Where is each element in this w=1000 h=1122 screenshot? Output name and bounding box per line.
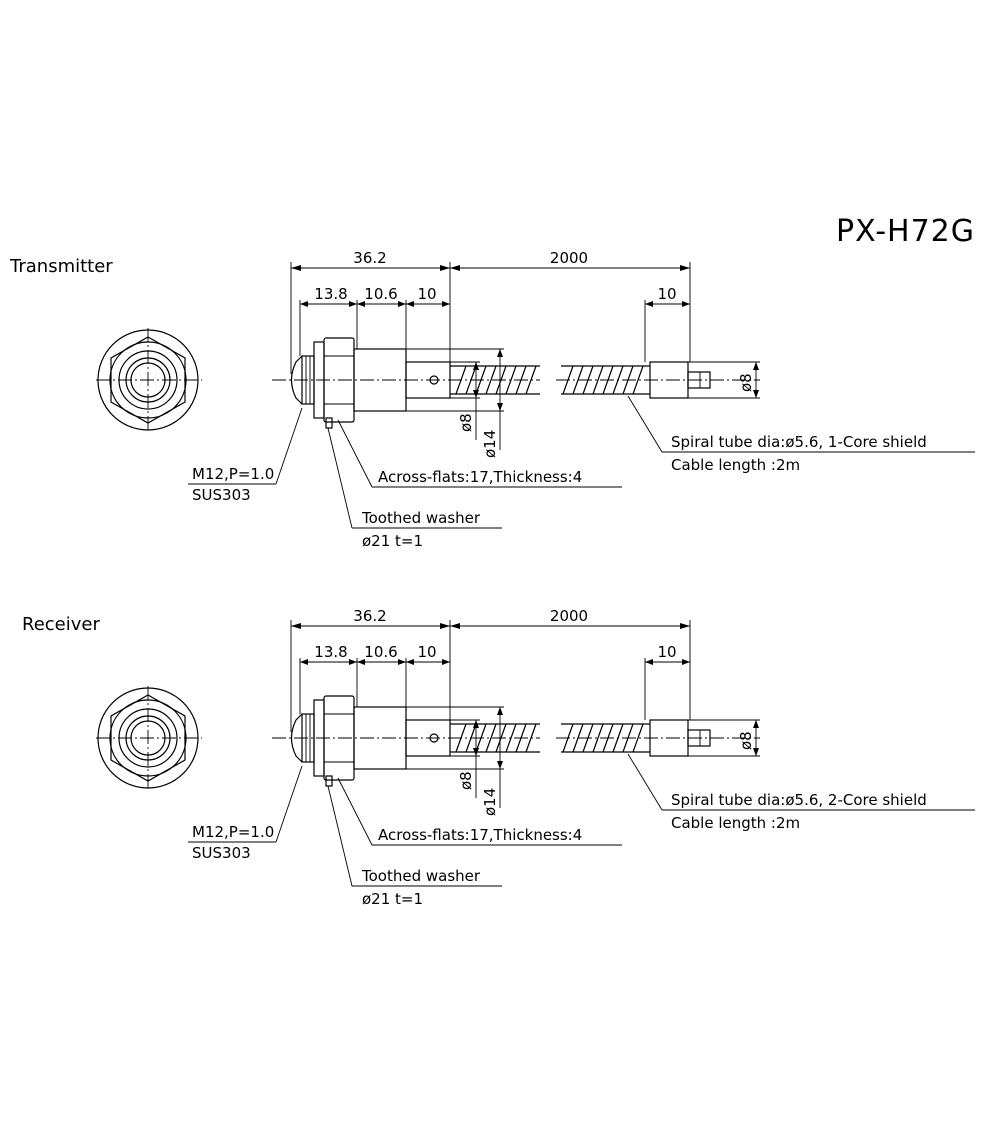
svg-text:10: 10 <box>417 643 436 661</box>
cable-length-note: Cable length :2m <box>671 814 800 832</box>
front-view-nut <box>96 328 202 432</box>
view-label: Receiver <box>22 614 100 635</box>
view-label: Transmitter <box>9 256 113 277</box>
svg-text:ø8: ø8 <box>457 771 475 790</box>
material-note: SUS303 <box>192 844 251 862</box>
svg-text:ø8: ø8 <box>737 373 755 392</box>
flats-note: Across-flats:17,Thickness:4 <box>378 826 582 844</box>
view-receiver: Receiver <box>22 607 975 908</box>
washer-note: Toothed washer <box>361 509 481 527</box>
svg-text:ø8: ø8 <box>457 413 475 432</box>
svg-text:ø14: ø14 <box>481 788 499 816</box>
washer-spec: ø21 t=1 <box>362 532 423 550</box>
svg-text:36.2: 36.2 <box>353 607 386 625</box>
washer-note: Toothed washer <box>361 867 481 885</box>
cable-length-note: Cable length :2m <box>671 456 800 474</box>
dimensions: 36.2 2000 13.8 10.6 10 10 ø8 <box>290 607 760 816</box>
tube-note: Spiral tube dia:ø5.6, 2-Core shield <box>671 791 927 809</box>
svg-text:10: 10 <box>417 285 436 303</box>
svg-text:10.6: 10.6 <box>364 285 397 303</box>
dimensions: 36.2 2000 13.8 10.6 10 10 <box>290 249 760 458</box>
model-title: PX-H72G <box>836 214 975 249</box>
view-transmitter: Transmitter <box>9 249 975 550</box>
svg-text:ø8: ø8 <box>737 731 755 750</box>
svg-text:ø14: ø14 <box>481 430 499 458</box>
side-view-body <box>272 337 760 429</box>
thread-note: M12,P=1.0 <box>192 465 274 483</box>
svg-text:36.2: 36.2 <box>353 249 386 267</box>
side-view-body <box>272 695 760 787</box>
thread-note: M12,P=1.0 <box>192 823 274 841</box>
washer-spec: ø21 t=1 <box>362 890 423 908</box>
svg-text:13.8: 13.8 <box>314 643 347 661</box>
flats-note: Across-flats:17,Thickness:4 <box>378 468 582 486</box>
front-view-nut <box>96 686 202 790</box>
svg-text:10.6: 10.6 <box>364 643 397 661</box>
svg-text:10: 10 <box>657 643 676 661</box>
spiral-tube-icon <box>450 723 650 753</box>
annotations: M12,P=1.0 SUS303 Across-flats:17,Thickne… <box>188 753 975 908</box>
annotations: M12,P=1.0 SUS303 Across-flats:17,Thickne… <box>188 395 975 550</box>
spiral-tube-icon <box>450 365 650 395</box>
svg-text:13.8: 13.8 <box>314 285 347 303</box>
svg-text:10: 10 <box>657 285 676 303</box>
svg-text:2000: 2000 <box>550 607 588 625</box>
svg-text:2000: 2000 <box>550 249 588 267</box>
tube-note: Spiral tube dia:ø5.6, 1-Core shield <box>671 433 927 451</box>
material-note: SUS303 <box>192 486 251 504</box>
